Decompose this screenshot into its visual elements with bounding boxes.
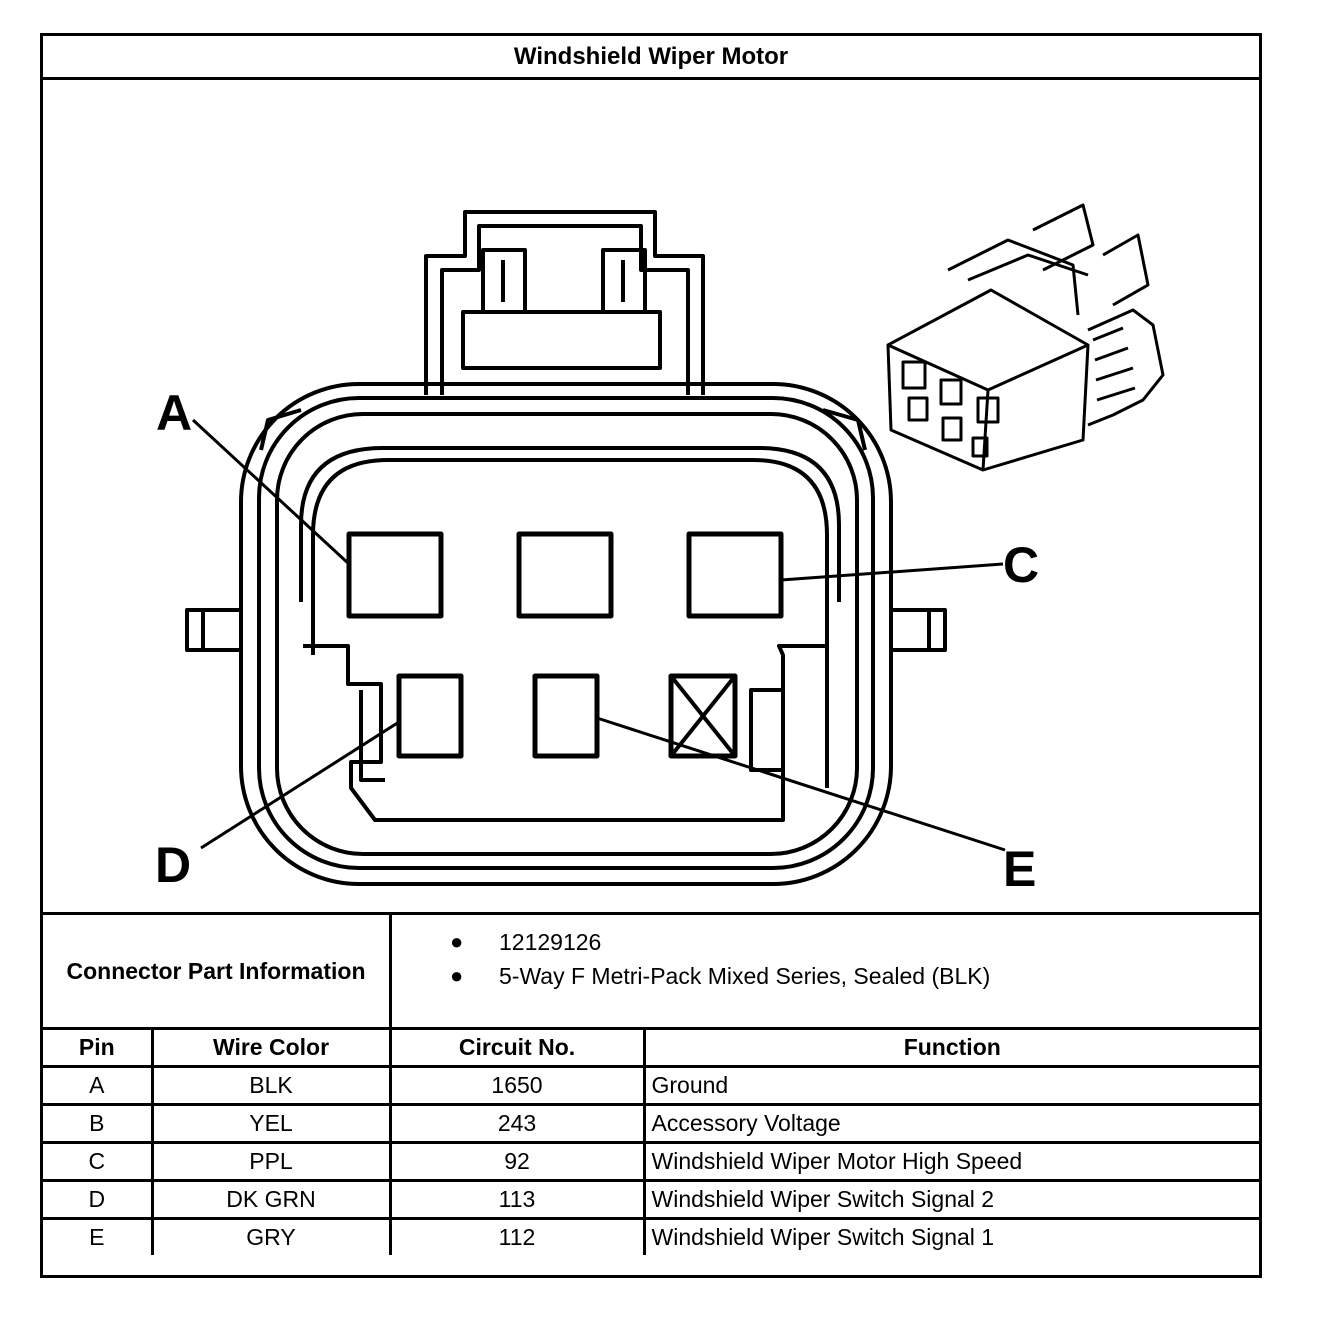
table-row: E GRY 112 Windshield Wiper Switch Signal… (43, 1217, 1259, 1255)
wire-color-cell: YEL (150, 1103, 392, 1144)
callout-d: D (155, 837, 191, 893)
part-description: 5-Way F Metri-Pack Mixed Series, Sealed … (499, 963, 991, 989)
part-info-item: ● 5-Way F Metri-Pack Mixed Series, Seale… (392, 959, 1259, 993)
table-row: C PPL 92 Windshield Wiper Motor High Spe… (43, 1141, 1259, 1182)
function-cell: Ground (642, 1065, 1259, 1106)
function-cell: Windshield Wiper Motor High Speed (642, 1141, 1259, 1182)
wire-color-cell: GRY (150, 1217, 392, 1255)
circuit-cell: 1650 (388, 1065, 646, 1106)
bullet-icon: ● (450, 929, 464, 954)
function-cell: Windshield Wiper Switch Signal 2 (642, 1179, 1259, 1220)
table-row: A BLK 1650 Ground (43, 1065, 1259, 1106)
function-cell: Accessory Voltage (642, 1103, 1259, 1144)
table-row: D DK GRN 113 Windshield Wiper Switch Sig… (43, 1179, 1259, 1220)
bullet-icon: ● (450, 963, 464, 988)
pin-cell: E (43, 1217, 154, 1255)
part-info-label: Connector Part Information (43, 915, 392, 1027)
pin-cell: A (43, 1065, 154, 1106)
circuit-cell: 112 (388, 1217, 646, 1255)
function-cell: Windshield Wiper Switch Signal 1 (642, 1217, 1259, 1255)
wire-color-cell: DK GRN (150, 1179, 392, 1220)
header-function: Function (642, 1030, 1259, 1068)
wire-color-cell: PPL (150, 1141, 392, 1182)
pin-cell: B (43, 1103, 154, 1144)
part-info-list: ● 12129126 ● 5-Way F Metri-Pack Mixed Se… (392, 915, 1259, 1037)
pinout-table: Pin Wire Color Circuit No. Function A BL… (43, 1030, 1259, 1255)
connector-face-view-icon: A C D E (155, 203, 1165, 897)
connector-sheet: Windshield Wiper Motor (40, 33, 1262, 1278)
table-row: B YEL 243 Accessory Voltage (43, 1103, 1259, 1144)
table-header-row: Pin Wire Color Circuit No. Function (43, 1030, 1259, 1068)
callout-e: E (1003, 841, 1036, 897)
callout-a: A (156, 385, 192, 441)
circuit-cell: 92 (388, 1141, 646, 1182)
connector-part-information: Connector Part Information ● 12129126 ● … (43, 912, 1259, 1030)
header-wire-color: Wire Color (150, 1030, 392, 1068)
part-number: 12129126 (499, 929, 602, 955)
connector-diagram: A C D E (43, 80, 1259, 912)
circuit-cell: 243 (388, 1103, 646, 1144)
sheet-title: Windshield Wiper Motor (43, 36, 1259, 80)
callout-c: C (1003, 537, 1039, 593)
header-circuit-no: Circuit No. (388, 1030, 646, 1068)
wire-color-cell: BLK (150, 1065, 392, 1106)
pin-cell: D (43, 1179, 154, 1220)
header-pin: Pin (43, 1030, 154, 1068)
part-info-item: ● 12129126 (392, 925, 1259, 959)
circuit-cell: 113 (388, 1179, 646, 1220)
connector-3d-view-icon (886, 203, 1165, 472)
pin-cell: C (43, 1141, 154, 1182)
